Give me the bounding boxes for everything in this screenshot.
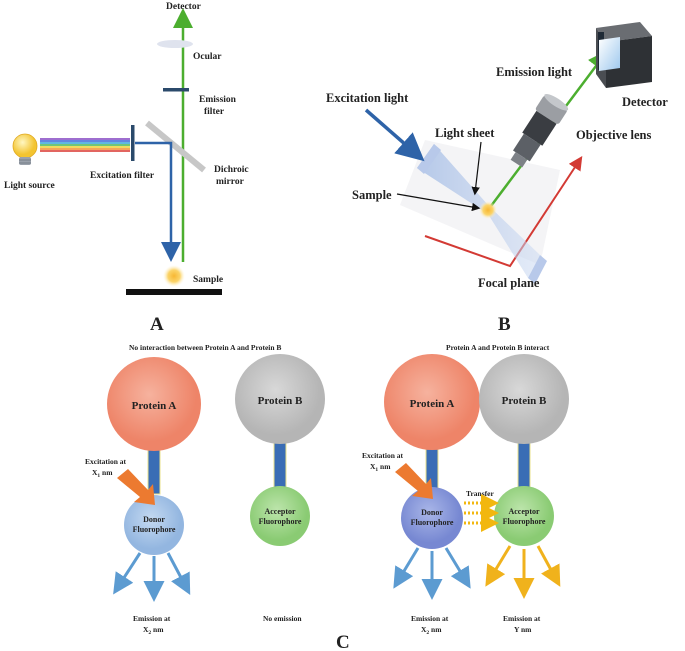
donor-fluorophore-left <box>124 495 184 555</box>
protein-a-right-circle <box>384 354 480 450</box>
emission-filter <box>163 88 189 92</box>
excitation-left-label-2: X1 nm <box>92 468 113 479</box>
sheet-end-right <box>528 255 547 284</box>
acceptor-right-label-2: Fluorophore <box>503 517 546 526</box>
excitation-light-arrow <box>364 108 425 162</box>
donor-right-label-2: Fluorophore <box>411 518 454 527</box>
donor-right-label-1: Donor <box>421 508 443 517</box>
protein-b-label: Protein B <box>258 395 303 407</box>
acceptor-left-label-1: Acceptor <box>264 507 296 516</box>
panel-c-left: No interaction between Protein A and Pro… <box>85 343 325 636</box>
transfer-label: Transfer <box>466 489 494 498</box>
panel-c-letter: C <box>336 632 350 651</box>
emission-acceptor-label-1: Emission at <box>503 614 541 623</box>
emission-left-label-2: X2 nm <box>143 625 164 636</box>
sample-glow <box>163 265 185 287</box>
emission-filter-label-1: Emission <box>199 95 237 105</box>
protein-a-label: Protein A <box>132 400 177 412</box>
donor-fluorophore-right <box>401 487 463 549</box>
sample-stage <box>126 289 222 295</box>
linker-a <box>147 445 161 495</box>
emission-acceptor-label-2: Y nm <box>514 625 532 634</box>
light-sheet-label: Light sheet <box>435 126 495 140</box>
emission-left-arrows <box>113 552 191 602</box>
protein-a-circle <box>107 357 201 451</box>
focal-plane-label: Focal plane <box>478 276 540 290</box>
sheet-end-left <box>417 144 441 174</box>
excitation-right-label-2: X1 nm <box>370 462 391 473</box>
objective-lens-label: Objective lens <box>576 128 651 142</box>
acceptor-fluorophore-right <box>494 486 554 546</box>
emission-donor-label-2: X2 nm <box>421 625 442 636</box>
excitation-right-label-1: Excitation at <box>362 451 404 460</box>
panel-a-letter: A <box>150 314 164 335</box>
objective-lens-icon <box>510 93 569 168</box>
detector-label: Detector <box>166 2 202 12</box>
sample-b-pointer <box>396 193 481 212</box>
detector-cube-icon <box>596 22 652 88</box>
ocular-lens <box>157 40 193 48</box>
excitation-left-label-1: Excitation at <box>85 457 127 466</box>
acceptor-right-label-1: Acceptor <box>508 507 540 516</box>
protein-b-circle <box>235 354 325 444</box>
excitation-light-label: Excitation light <box>326 91 409 105</box>
dichroic-mirror-label-2: mirror <box>216 177 245 187</box>
excitation-left-arrow <box>117 469 155 505</box>
dichroic-mirror <box>145 120 206 173</box>
light-bulb-icon <box>12 133 38 165</box>
emission-donor-label-1: Emission at <box>411 614 449 623</box>
excitation-filter-label: Excitation filter <box>90 171 155 181</box>
panel-c-right: Protein A and Protein B interact Protein… <box>362 343 569 636</box>
protein-b-right-label: Protein B <box>502 395 547 407</box>
protein-b-right-circle <box>479 354 569 444</box>
panel-b-letter: B <box>498 314 511 335</box>
emission-filter-label-2: filter <box>204 107 225 117</box>
acceptor-left-label-2: Fluorophore <box>259 517 302 526</box>
ocular-label: Ocular <box>193 52 222 62</box>
excitation-beam <box>135 141 181 262</box>
detector-b-label: Detector <box>622 95 668 109</box>
light-sheet-pointer <box>471 141 482 196</box>
sample-label: Sample <box>193 275 223 285</box>
emission-acceptor-arrows <box>485 545 561 599</box>
protein-a-right-label: Protein A <box>410 398 455 410</box>
excitation-right-arrow <box>395 463 433 499</box>
right-heading: Protein A and Protein B interact <box>446 343 550 352</box>
donor-left-label-2: Fluorophore <box>133 525 176 534</box>
panel-b: Excitation light Emission light Objectiv… <box>326 22 668 335</box>
light-sheet <box>417 144 540 278</box>
light-source-label: Light source <box>4 181 55 191</box>
excitation-filter <box>131 125 135 161</box>
dichroic-mirror-label-1: Dichroic <box>214 165 249 175</box>
sample-b-label: Sample <box>352 188 392 202</box>
spectrum-rays <box>40 138 130 152</box>
no-emission-label: No emission <box>263 614 302 623</box>
panel-a: Detector Ocular Emission filter Dichroic… <box>4 2 249 335</box>
donor-left-label-1: Donor <box>143 515 165 524</box>
emission-left-label-1: Emission at <box>133 614 171 623</box>
sample-b-glow <box>479 201 497 219</box>
emission-light-label: Emission light <box>496 65 573 79</box>
emission-donor-arrows <box>393 547 471 600</box>
acceptor-fluorophore-left <box>250 486 310 546</box>
left-heading: No interaction between Protein A and Pro… <box>129 343 281 352</box>
transfer-arrows <box>464 494 499 532</box>
focal-plane-axes <box>424 155 583 268</box>
